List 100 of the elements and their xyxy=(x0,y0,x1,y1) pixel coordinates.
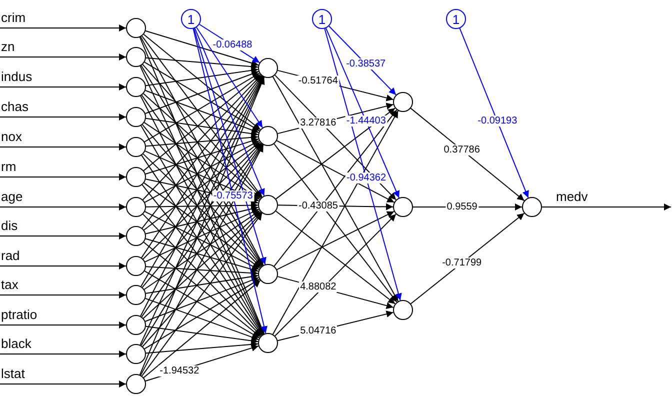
bias-value: 1 xyxy=(318,12,326,26)
arrow xyxy=(143,34,261,130)
arrow xyxy=(141,212,263,376)
arrow xyxy=(144,298,260,340)
arrow xyxy=(0,380,126,388)
arrow xyxy=(143,280,261,378)
arrow xyxy=(0,262,126,270)
arrow xyxy=(142,142,262,260)
arrow xyxy=(0,84,126,90)
variable-label: nox xyxy=(1,130,22,144)
arrow xyxy=(144,182,260,269)
arrow xyxy=(0,54,126,60)
arrow xyxy=(144,210,260,290)
weight-label: 0.9559 xyxy=(446,202,478,212)
hidden-neuron xyxy=(393,300,413,320)
variable-label: ptratio xyxy=(1,308,38,322)
weight-label: -0.75573 xyxy=(212,190,254,202)
arrow xyxy=(275,108,396,200)
weight-label: -0.43085 xyxy=(298,200,339,212)
arrow xyxy=(542,204,672,210)
arrow xyxy=(0,114,126,120)
arrow xyxy=(145,30,259,66)
arrow xyxy=(142,153,262,268)
arrow xyxy=(194,28,265,196)
input-neuron xyxy=(126,344,146,364)
arrow xyxy=(272,110,399,335)
bias-value: 1 xyxy=(452,12,460,26)
arrow xyxy=(142,124,262,267)
arrow xyxy=(144,276,260,322)
arrow xyxy=(274,109,398,267)
arrow xyxy=(144,72,260,142)
weight-label: -0.06488 xyxy=(212,40,254,51)
arrow xyxy=(145,340,259,354)
arrow xyxy=(143,242,261,338)
arrow xyxy=(145,273,259,294)
arrow xyxy=(145,118,259,138)
arrow xyxy=(141,144,263,318)
arrow xyxy=(0,232,126,240)
arrow xyxy=(145,326,259,344)
arrow xyxy=(145,205,259,234)
arrow xyxy=(274,143,398,303)
arrow xyxy=(410,212,525,304)
arrow xyxy=(143,142,261,230)
input-neuron xyxy=(126,18,146,38)
weight-label: -0.38537 xyxy=(345,58,387,70)
arrow xyxy=(196,26,263,128)
arrow xyxy=(459,28,529,198)
variable-label: rad xyxy=(1,249,20,263)
arrow xyxy=(144,140,260,203)
variable-label: age xyxy=(1,190,23,204)
arrow xyxy=(145,138,259,175)
variable-label: chas xyxy=(1,100,28,114)
arrow xyxy=(143,74,261,172)
arrow xyxy=(144,70,260,114)
arrow xyxy=(145,57,259,70)
arrow xyxy=(144,62,260,132)
variable-label: indus xyxy=(1,70,32,84)
input-neuron xyxy=(126,374,146,394)
arrow xyxy=(0,292,126,298)
arrow xyxy=(272,76,399,302)
arrow xyxy=(145,266,259,276)
arrow xyxy=(0,24,126,32)
arrow xyxy=(145,238,259,273)
weight-label: 0.37786 xyxy=(442,144,481,156)
hidden-neuron xyxy=(258,264,278,284)
input-neuron xyxy=(126,77,146,97)
variable-label: medv xyxy=(556,190,588,204)
arrow xyxy=(142,143,262,288)
hidden-neuron xyxy=(393,92,413,112)
input-neuron xyxy=(126,167,146,187)
input-neuron xyxy=(126,226,146,246)
variable-label: crim xyxy=(1,11,26,25)
input-neuron xyxy=(126,197,146,217)
arrow xyxy=(144,211,260,270)
arrow xyxy=(0,204,126,210)
variable-label: dis xyxy=(1,219,18,233)
input-neuron xyxy=(126,256,146,276)
variable-label: zn xyxy=(1,40,15,54)
weight-label: 3.27816 xyxy=(299,118,338,129)
arrow xyxy=(275,210,396,304)
hidden-neuron xyxy=(258,195,278,215)
arrow xyxy=(144,278,260,350)
weight-label: -0.94362 xyxy=(346,172,388,184)
hidden-neuron xyxy=(258,333,278,353)
arrow xyxy=(144,270,260,338)
arrow xyxy=(276,140,395,203)
bias-neuron xyxy=(312,9,332,29)
bias-neuron xyxy=(446,9,466,29)
arrow xyxy=(144,208,260,262)
hidden-neuron xyxy=(258,58,278,78)
bias-value: 1 xyxy=(187,12,195,26)
weight-label: -1.44403 xyxy=(345,116,387,127)
variable-label: rm xyxy=(1,160,16,174)
input-neuron xyxy=(126,47,146,67)
arrow xyxy=(145,66,259,86)
arrow xyxy=(193,28,266,265)
arrow xyxy=(274,214,396,336)
input-neuron xyxy=(126,315,146,335)
arrow xyxy=(142,93,262,199)
arrow xyxy=(0,350,126,358)
